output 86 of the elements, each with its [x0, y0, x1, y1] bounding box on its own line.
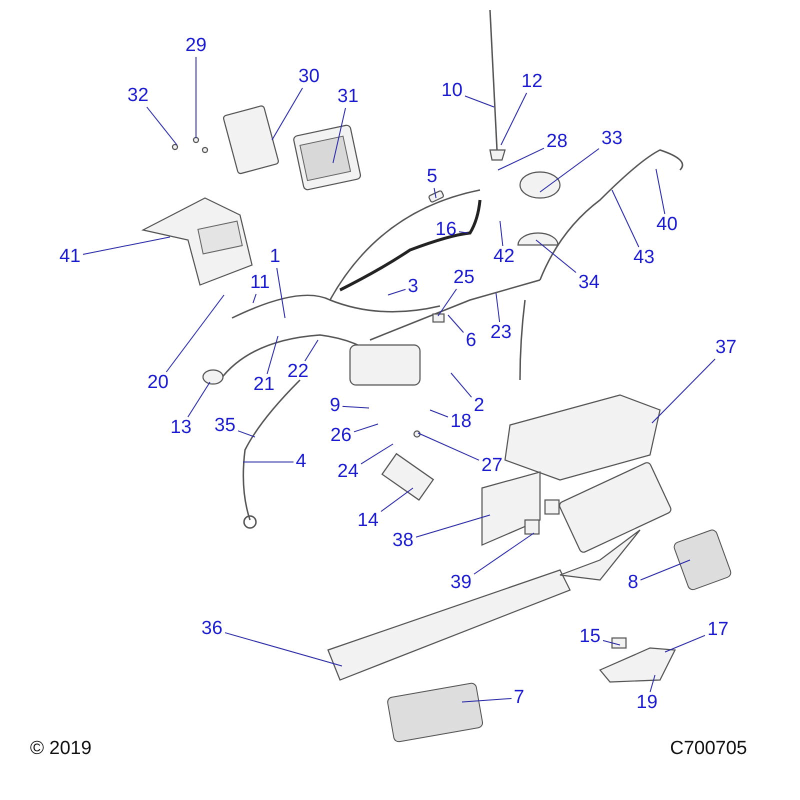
leader-line [474, 532, 534, 575]
callout-number: 5 [424, 166, 440, 188]
callout-number: 17 [705, 619, 731, 641]
leader-line [276, 268, 286, 318]
leader-line [602, 640, 620, 646]
leader-line [458, 231, 468, 234]
leader-line [450, 372, 472, 398]
callout-number: 29 [183, 35, 209, 57]
callout-number: 24 [335, 461, 361, 483]
callout-number: 23 [488, 322, 514, 344]
leader-line [656, 168, 666, 214]
callout-number: 20 [145, 372, 171, 394]
callout-number: 22 [285, 361, 311, 383]
callout-number: 12 [519, 71, 545, 93]
copyright-note: © 2019 [30, 738, 92, 760]
leader-line [272, 88, 303, 140]
callout-number: 43 [631, 247, 657, 269]
leader-line [540, 148, 600, 192]
callout-number: 40 [654, 214, 680, 236]
leader-line [360, 444, 394, 464]
leader-line [448, 314, 464, 333]
leader-line [664, 634, 706, 652]
leader-line [430, 410, 448, 418]
callout-number: 1 [268, 246, 282, 268]
callout-number: 36 [199, 618, 225, 640]
callout-number: 6 [464, 330, 478, 352]
leader-line [266, 336, 278, 374]
callout-number: 33 [599, 128, 625, 150]
leader-line [304, 340, 318, 362]
callout-number: 19 [634, 692, 660, 714]
callout-number: 39 [448, 572, 474, 594]
leader-line [238, 430, 256, 438]
leader-line [498, 148, 544, 170]
leader-line [224, 632, 342, 666]
leader-line [462, 698, 512, 702]
leader-line [536, 240, 576, 273]
leader-line [640, 560, 690, 580]
leader-line [187, 382, 210, 418]
callout-number: 10 [439, 80, 465, 102]
callout-number: 34 [576, 272, 602, 294]
leader-line [82, 236, 170, 255]
leader-line [380, 488, 414, 512]
callout-number: 15 [577, 626, 603, 648]
callout-number: 32 [125, 85, 151, 107]
callout-number: 35 [212, 415, 238, 437]
leader-line [388, 288, 406, 296]
leader-line [500, 92, 528, 146]
callout-number: 38 [390, 530, 416, 552]
callout-number: 9 [328, 395, 342, 417]
leader-line [612, 190, 640, 248]
callout-number: 37 [713, 337, 739, 359]
callout-number: 14 [355, 510, 381, 532]
leader-line [434, 188, 436, 198]
callout-number: 2 [472, 395, 486, 417]
leader-line [166, 294, 224, 372]
callout-number: 41 [57, 246, 83, 268]
callout-number: 28 [544, 131, 570, 153]
leader-line [500, 220, 504, 246]
leader-line [418, 432, 480, 461]
leader-line [342, 406, 370, 408]
callout-number: 11 [247, 272, 273, 294]
leader-line [496, 292, 500, 322]
callout-number: 16 [433, 219, 459, 241]
callout-number: 7 [512, 687, 526, 709]
callout-number: 42 [491, 246, 517, 268]
callout-number: 18 [448, 411, 474, 433]
callout-number: 3 [406, 276, 420, 298]
callout-number: 26 [328, 425, 354, 447]
callout-number: 8 [626, 572, 640, 594]
leader-line [354, 424, 378, 432]
callout-number: 30 [296, 66, 322, 88]
callout-number: 4 [294, 451, 308, 473]
callout-number: 25 [451, 267, 477, 289]
leader-line [332, 108, 346, 164]
leader-line [652, 358, 716, 424]
leader-line [252, 294, 257, 304]
callout-number: 27 [479, 455, 505, 477]
leader-line [464, 96, 494, 108]
diagram-code: C700705 [670, 738, 748, 760]
leader-line [416, 514, 490, 538]
callout-number: 31 [335, 86, 361, 108]
leader-line [146, 106, 178, 146]
callout-number: 21 [251, 374, 277, 396]
leader-line [438, 288, 457, 316]
callout-number: 13 [168, 417, 194, 439]
leader-line [650, 674, 656, 692]
